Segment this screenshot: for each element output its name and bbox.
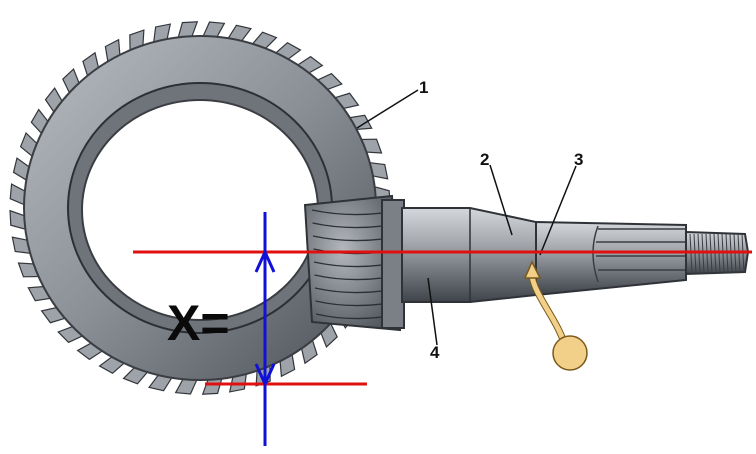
callout-2: 2 <box>480 150 489 169</box>
pinion-shaft <box>401 207 750 303</box>
callout-1: 1 <box>419 78 428 97</box>
dimension-line <box>254 212 276 446</box>
shaft-large-section <box>401 207 537 303</box>
dimension-label: X= <box>167 295 230 351</box>
ring-gear-bore <box>81 99 319 321</box>
callout-3: 3 <box>574 150 583 169</box>
shaft-splines <box>592 225 686 283</box>
pinion-gear <box>303 194 405 332</box>
mark-pointer <box>523 260 588 371</box>
shaft-splined-section <box>535 220 687 297</box>
callout-4: 4 <box>430 343 440 362</box>
leader-lines <box>356 89 577 346</box>
